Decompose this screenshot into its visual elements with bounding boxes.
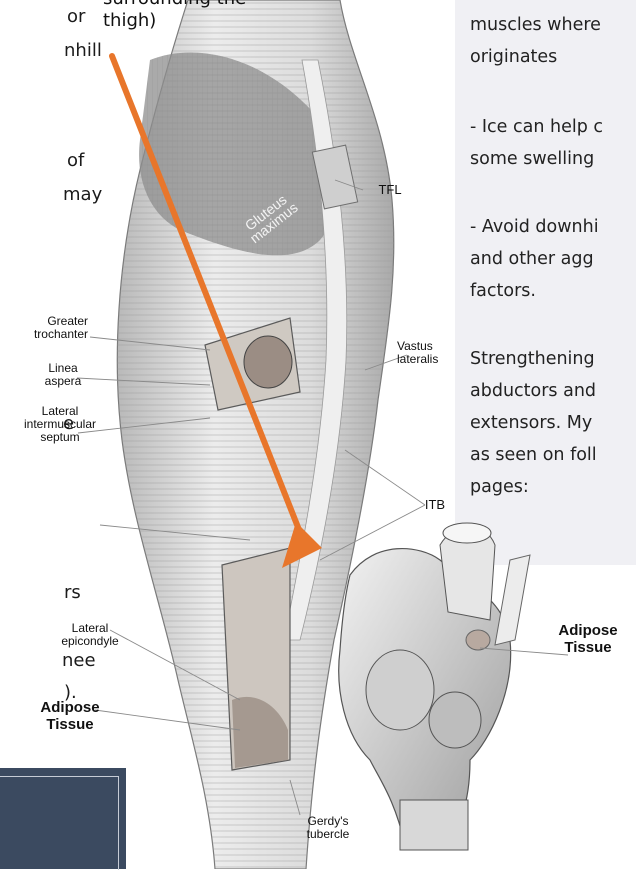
knee-diagram <box>339 523 530 850</box>
adipose-tissue-label-left: Adipose Tissue <box>30 699 110 733</box>
lateral-intermuscular-septum-label: Lateral intermuscular septum <box>5 405 115 444</box>
gerdys-tubercle-label: Gerdy's tubercle <box>293 815 363 841</box>
left-fragment: rs <box>64 582 81 604</box>
left-fragment: may <box>63 184 102 206</box>
left-fragment: nee <box>62 650 96 672</box>
navy-box <box>0 768 126 869</box>
left-fragment: of <box>67 150 84 172</box>
navy-box-border <box>0 776 119 870</box>
left-fragment: or <box>67 6 85 28</box>
linea-aspera-label: Linea aspera <box>40 362 86 388</box>
lateral-epicondyle-label: Lateral epicondyle <box>50 622 130 648</box>
top-caption: surrounding the thigh) <box>103 0 246 32</box>
itb-label: ITB <box>421 498 449 511</box>
vastus-lateralis-label: Vastus lateralis <box>397 340 453 366</box>
caption-line: surrounding the <box>103 0 246 10</box>
adipose-tissue-label-right: Adipose Tissue <box>548 622 628 656</box>
tfl-label: TFL <box>370 183 410 196</box>
caption-line: thigh) <box>103 10 246 32</box>
greater-trochanter-label: Greater trochanter <box>0 315 88 341</box>
left-fragment: nhill <box>64 40 102 62</box>
